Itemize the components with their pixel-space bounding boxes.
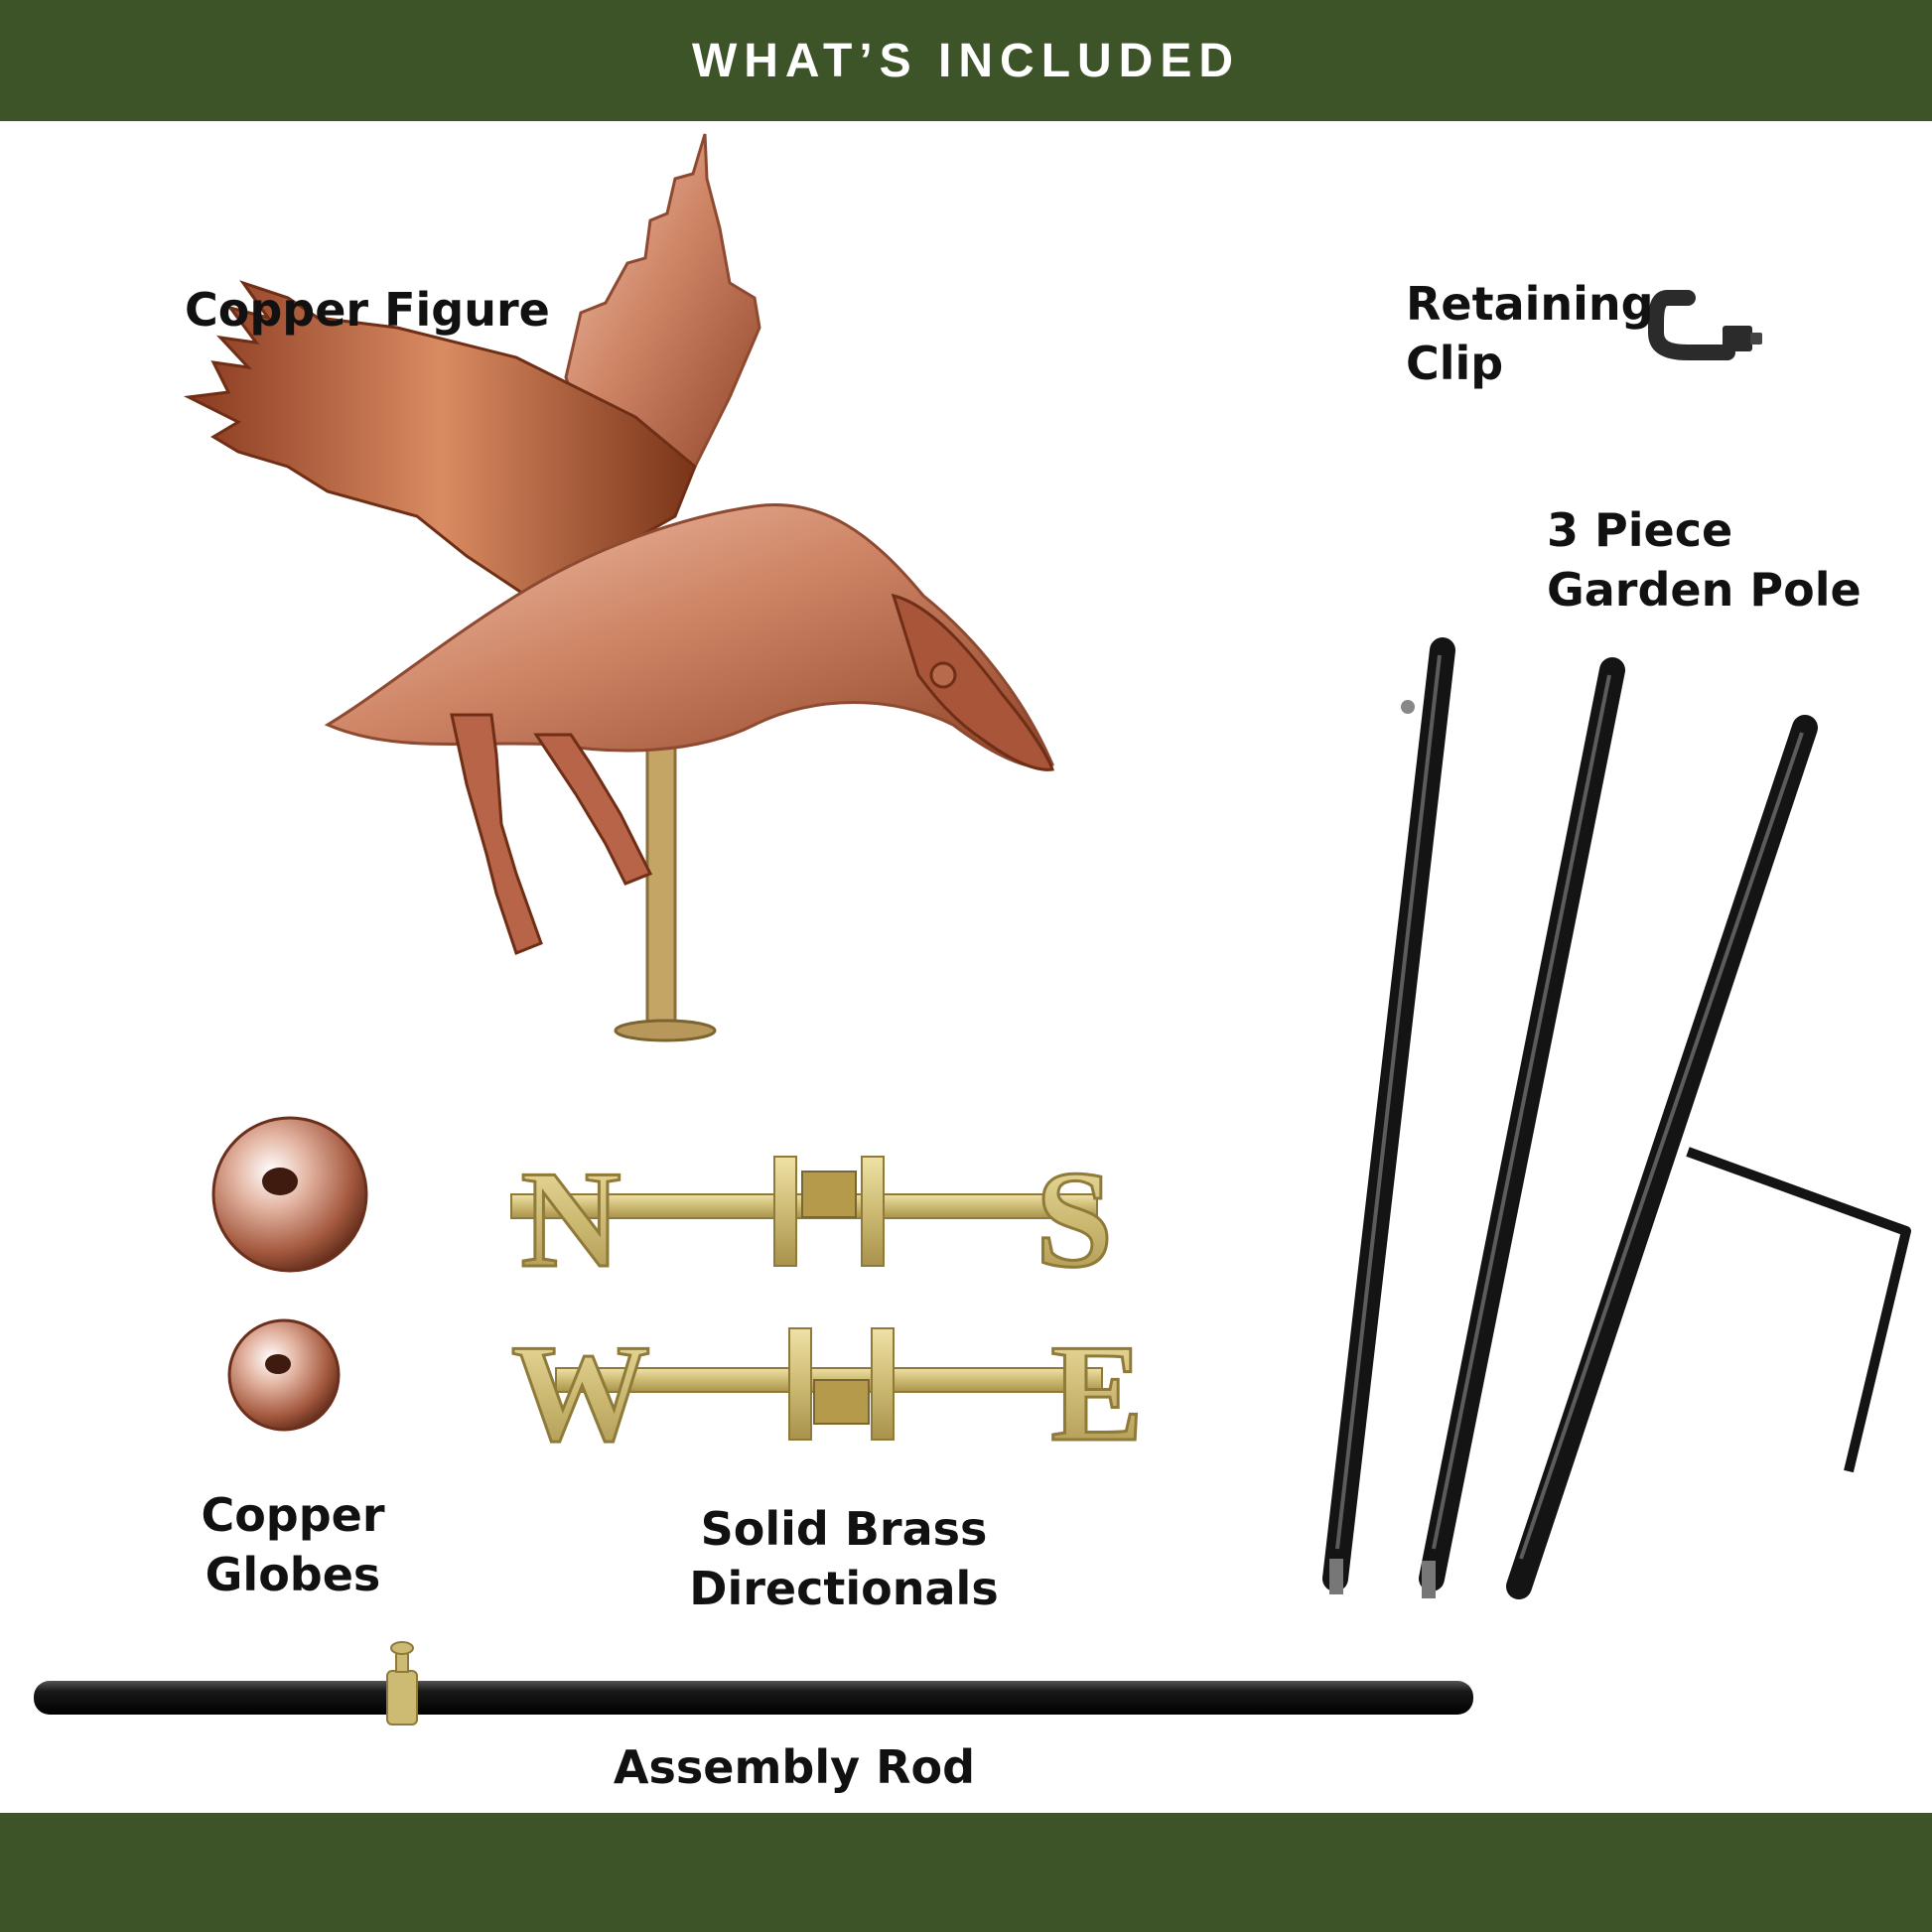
retaining-clip-label: Retaining Clip <box>1406 277 1654 390</box>
assembly-rod-image <box>34 1641 1473 1725</box>
directionals-label: Solid Brass Directionals <box>689 1502 999 1615</box>
garden-pole-label: 3 Piece Garden Pole <box>1547 503 1862 617</box>
copper-globes-image <box>211 1116 368 1432</box>
compass-letter-s: S <box>1035 1143 1113 1297</box>
compass-letter-e: E <box>1050 1316 1143 1470</box>
copper-figure-label: Copper Figure <box>185 283 550 337</box>
page-title: WHAT’S INCLUDED <box>691 34 1241 87</box>
copper-figure-image <box>183 133 1054 1042</box>
copper-globes-label: Copper Globes <box>201 1488 385 1601</box>
compass-letter-w: W <box>511 1316 650 1470</box>
directionals-image: N S W E <box>510 1142 1146 1472</box>
compass-letter-n: N <box>520 1143 621 1297</box>
retaining-clip-image <box>1648 290 1762 360</box>
assembly-rod-label: Assembly Rod <box>613 1740 976 1794</box>
footer-band <box>0 1813 1932 1932</box>
header-band: WHAT’S INCLUDED <box>0 0 1932 121</box>
garden-pole-image <box>1322 637 1911 1599</box>
